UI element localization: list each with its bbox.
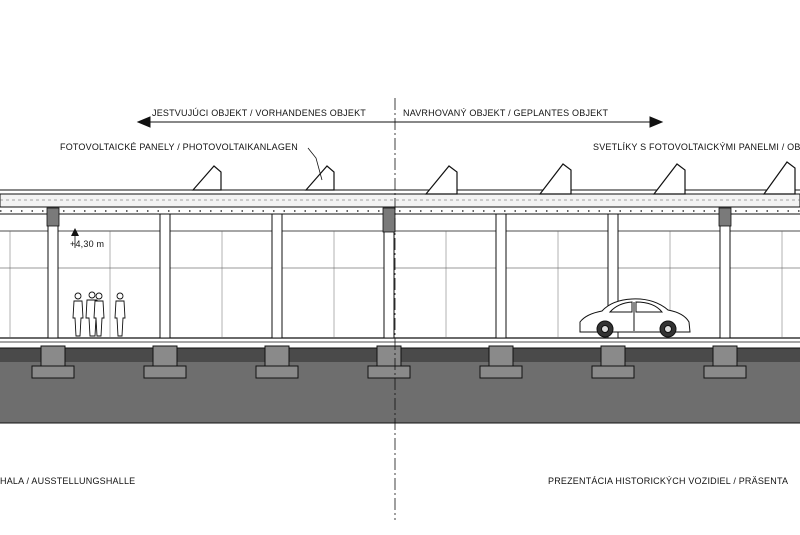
pv-panel [762, 161, 796, 195]
pv-leader-line [307, 147, 323, 181]
label-height-mark: +4,30 m [70, 239, 105, 249]
car-window [635, 301, 664, 313]
footing [479, 345, 523, 379]
roof [0, 189, 800, 269]
label-photovoltaic-panels: FOTOVOLTAICKÉ PANELY / PHOTOVOLTAIKANLAG… [60, 142, 298, 152]
person-icon [93, 292, 105, 337]
pv-panel [304, 165, 335, 191]
column-cap [382, 207, 396, 233]
footings [31, 345, 747, 379]
pv-panel [538, 163, 572, 195]
pv-panel [652, 163, 686, 195]
column [271, 213, 283, 339]
label-historic-vehicles: PREZENTÁCIA HISTORICKÝCH VOZIDIEL / PRÄS… [548, 476, 789, 486]
label-exhibition-hall: HALA / AUSSTELLUNGSHALLE [0, 476, 136, 486]
arrow-head-left [136, 116, 151, 128]
car-icon [579, 298, 691, 338]
column [159, 213, 171, 339]
footing [591, 345, 635, 379]
level-triangle-icon [71, 228, 79, 236]
label-skylights-pv: SVETLÍKY S FOTOVOLTAICKÝMI PANELMI / OB [593, 142, 800, 152]
height-marker [71, 228, 79, 248]
column [719, 213, 731, 339]
label-proposed-building: NAVRHOVANÝ OBJEKT / GEPLANTES OBJEKT [403, 108, 609, 118]
column [607, 213, 619, 339]
footing [143, 345, 187, 379]
column-caps [46, 207, 732, 233]
column [383, 213, 395, 339]
column [47, 213, 59, 339]
person-icon [72, 292, 84, 337]
pv-panel [191, 165, 222, 191]
people [72, 291, 126, 337]
person-icon [114, 292, 126, 337]
glazing-mullions [9, 231, 783, 338]
arrow-head-right [649, 116, 664, 128]
footing [31, 345, 75, 379]
footing [703, 345, 747, 379]
pv-panel [424, 165, 458, 195]
footing [255, 345, 299, 379]
column-cap [46, 207, 60, 227]
extent-arrow [136, 116, 664, 128]
column-cap [718, 207, 732, 227]
column [495, 213, 507, 339]
pv-panels [191, 161, 796, 195]
car-window [608, 301, 633, 313]
roof-truss-band [0, 193, 800, 208]
label-existing-building: JESTVUJÚCI OBJEKT / VORHANDENES OBJEKT [152, 108, 366, 118]
